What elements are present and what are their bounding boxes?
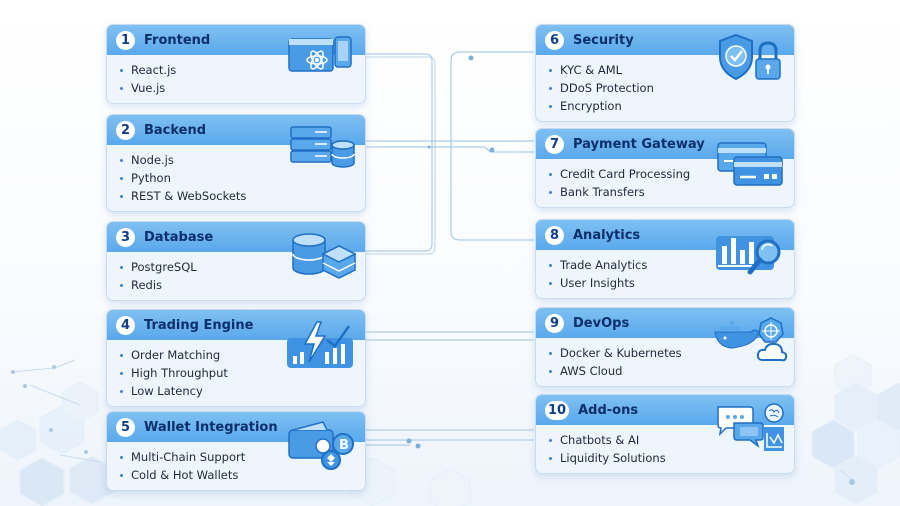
step-number-badge: 5: [116, 417, 135, 437]
card-title: Trading Engine: [144, 317, 254, 333]
module-card-security: 6 Security KYC & AML DDoS Protection Enc…: [535, 24, 795, 122]
step-number-badge: 9: [545, 313, 564, 333]
lightning-chart-icon: [287, 321, 353, 368]
svg-text:B: B: [339, 438, 349, 453]
list-item: DDoS Protection: [549, 79, 794, 97]
connector-frontend-database: [366, 53, 433, 252]
connector-backend-payment-2: [366, 146, 534, 153]
step-number-badge: 3: [116, 227, 135, 247]
list-item: KYC & AML: [549, 61, 794, 79]
list-item: Trade Analytics: [549, 256, 794, 274]
list-item: Liquidity Solutions: [549, 449, 794, 467]
feature-list: Order Matching High Throughput Low Laten…: [107, 340, 365, 406]
card-title: Backend: [144, 122, 207, 138]
feature-list: Multi-Chain Support Cold & Hot Wallets: [107, 442, 365, 490]
list-item: Encryption: [549, 97, 794, 115]
list-item: Node.js: [120, 151, 365, 169]
feature-list: KYC & AML DDoS Protection Encryption: [536, 55, 794, 121]
feature-list: PostgreSQL Redis: [107, 252, 365, 300]
credit-cards-icon: [717, 142, 783, 186]
feature-list: Chatbots & AI Liquidity Solutions: [536, 425, 794, 473]
list-item: Bank Transfers: [549, 183, 794, 201]
chat-brain-icon: [717, 403, 784, 451]
module-card-backend: 2 Backend Node.js Python REST & WebSocke…: [106, 114, 366, 212]
list-item: Chatbots & AI: [549, 431, 794, 449]
server-database-icon: [290, 126, 355, 168]
module-card-add-ons: 10 Add-ons Chatbots & AI Liquidity Solut…: [535, 394, 795, 474]
list-item: Cold & Hot Wallets: [120, 466, 365, 484]
list-item: High Throughput: [120, 364, 365, 382]
step-number-badge: 1: [116, 30, 135, 50]
module-card-frontend: 1 Frontend React.js Vue.js: [106, 24, 366, 104]
card-title: Payment Gateway: [573, 136, 705, 152]
card-title: Wallet Integration: [144, 419, 278, 435]
module-card-wallet-integration: 5 Wallet Integration Multi-Chain Support…: [106, 411, 366, 491]
module-card-analytics: 8 Analytics Trade Analytics User Insight…: [535, 219, 795, 299]
module-card-database: 3 Database PostgreSQL Redis: [106, 221, 366, 301]
shield-lock-icon: [719, 33, 781, 81]
card-title: Analytics: [573, 227, 641, 243]
list-item: Docker & Kubernetes: [549, 344, 794, 362]
module-card-payment-gateway: 7 Payment Gateway Credit Card Processing…: [535, 128, 795, 208]
feature-list: Credit Card Processing Bank Transfers: [536, 159, 794, 207]
list-item: Low Latency: [120, 382, 365, 400]
step-number-badge: 4: [116, 315, 135, 335]
step-number-badge: 2: [116, 120, 135, 140]
list-item: User Insights: [549, 274, 794, 292]
connector-security-analytics: [450, 51, 534, 241]
feature-list: Trade Analytics User Insights: [536, 250, 794, 298]
card-title: Frontend: [144, 32, 211, 48]
card-header: 4 Trading Engine: [107, 310, 365, 340]
list-item: Order Matching: [120, 346, 365, 364]
card-title: Database: [144, 229, 214, 245]
list-item: React.js: [120, 61, 365, 79]
list-item: Credit Card Processing: [549, 165, 794, 183]
database-stack-icon: [292, 233, 357, 279]
list-item: Vue.js: [120, 79, 365, 97]
step-number-badge: 8: [545, 225, 564, 245]
frontend-devices-icon: [288, 36, 352, 72]
feature-list: Docker & Kubernetes AWS Cloud: [536, 338, 794, 386]
list-item: Multi-Chain Support: [120, 448, 365, 466]
step-number-badge: 7: [545, 134, 564, 154]
list-item: Python: [120, 169, 365, 187]
docker-kubernetes-cloud-icon: [714, 317, 788, 362]
feature-list: Node.js Python REST & WebSockets: [107, 145, 365, 211]
card-title: Security: [573, 32, 634, 48]
step-number-badge: 6: [545, 30, 564, 50]
card-title: DevOps: [573, 315, 630, 331]
module-card-trading-engine: 4 Trading Engine Order Matching High Thr…: [106, 309, 366, 407]
step-number-badge: 10: [545, 400, 570, 420]
list-item: Redis: [120, 276, 365, 294]
chart-magnifier-icon: [716, 236, 781, 275]
feature-list: React.js Vue.js: [107, 55, 365, 103]
module-card-devops: 9 DevOps Docker & Kubernetes AWS Cloud: [535, 307, 795, 387]
list-item: AWS Cloud: [549, 362, 794, 380]
card-title: Add-ons: [578, 402, 639, 418]
wallet-coins-icon: B: [288, 421, 354, 470]
list-item: PostgreSQL: [120, 258, 365, 276]
list-item: REST & WebSockets: [120, 187, 365, 205]
